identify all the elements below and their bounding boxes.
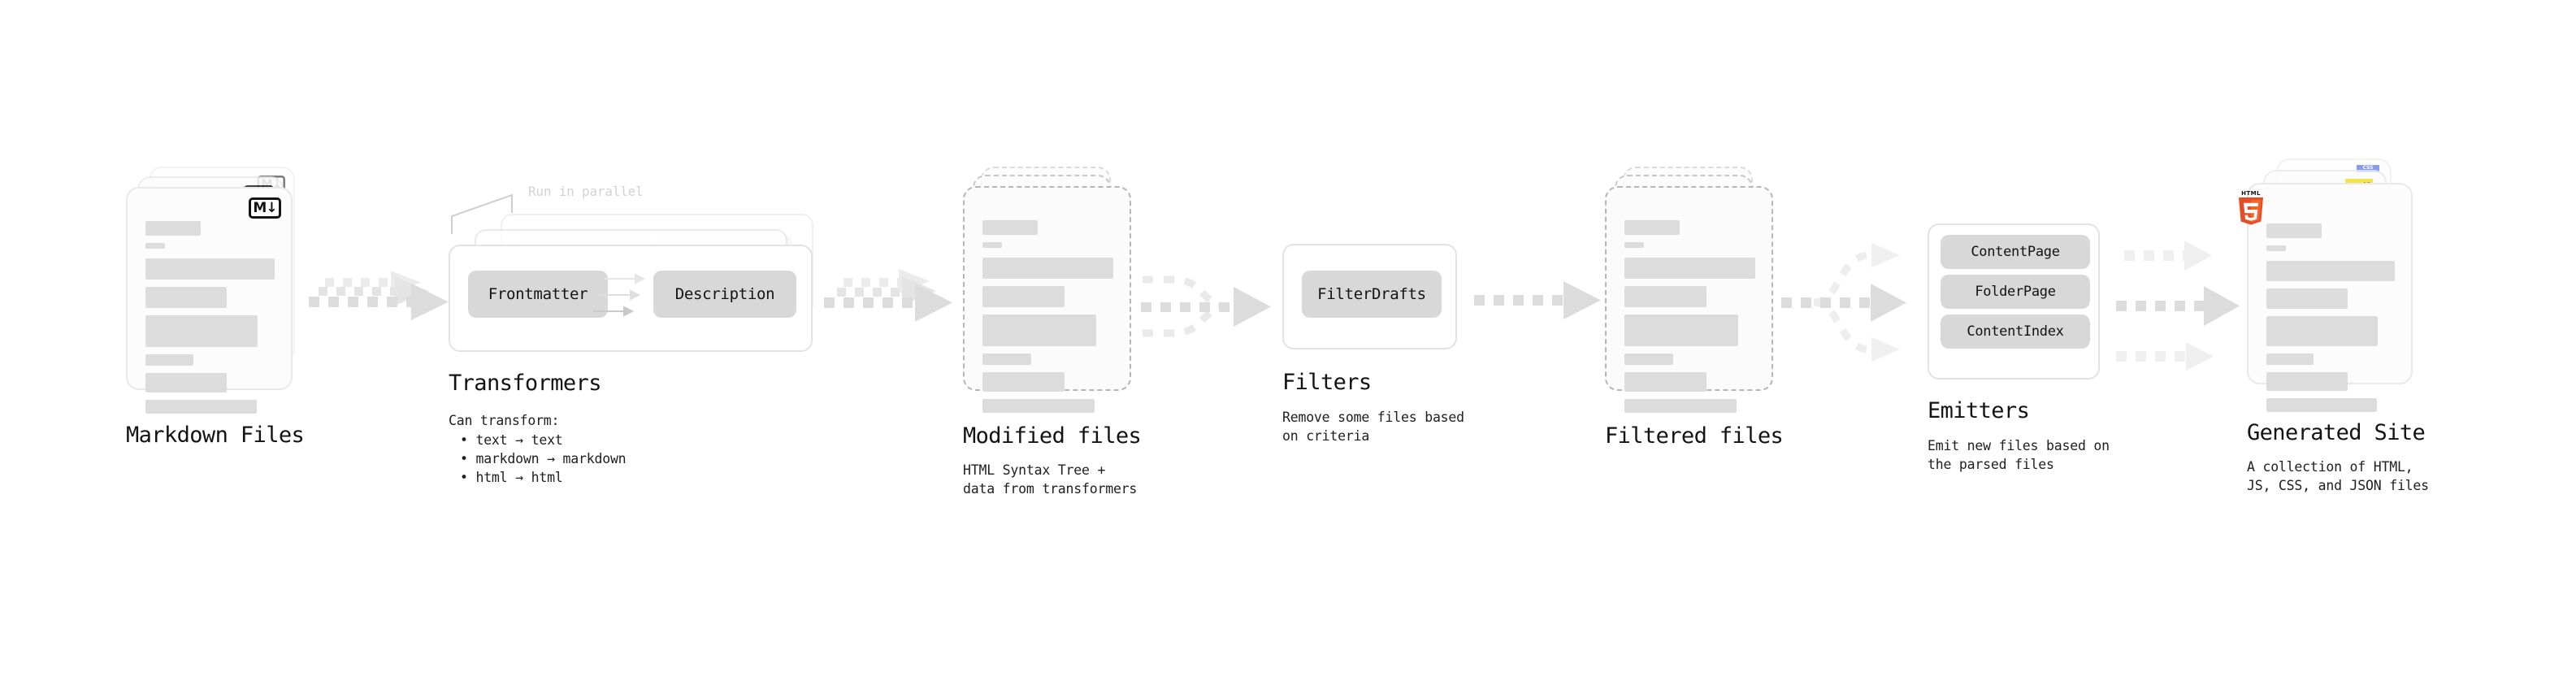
transformers-bullet-0: • text → text <box>460 432 563 448</box>
html5-icon-label: HTML <box>2241 190 2261 197</box>
placeholder-bar <box>1624 399 1737 413</box>
file-card-front <box>963 186 1131 413</box>
run-in-parallel-label: Run in parallel <box>528 184 644 199</box>
stage-title-filters: Filters <box>1282 370 1372 395</box>
modified-files-desc: HTML Syntax Tree + data from transformer… <box>963 462 1138 497</box>
placeholder-bar <box>2266 223 2322 238</box>
placeholder-bar <box>145 243 165 249</box>
placeholder-bar <box>982 372 1065 392</box>
markdown-file-stack: M↓ M↓ M↓ <box>126 167 305 419</box>
placeholder-bar <box>1624 242 1644 248</box>
placeholder-bar <box>1624 354 1673 365</box>
connector-transformers-to-modified <box>821 268 967 345</box>
placeholder-bar <box>2266 261 2395 281</box>
stage-generated-site: CSS JS HTML <box>2239 158 2434 493</box>
filters-desc: Remove some files based on criteria <box>1282 410 1464 445</box>
placeholder-bar <box>982 286 1065 307</box>
placeholder-bar <box>2266 245 2286 251</box>
placeholder-bar <box>982 258 1113 279</box>
placeholder-bar <box>2266 372 2348 391</box>
file-content-placeholder <box>2266 223 2395 419</box>
placeholder-bar <box>145 315 258 347</box>
filtered-file-stack <box>1605 167 1784 419</box>
stage-title-filtered-files: Filtered files <box>1605 423 1784 449</box>
stage-title-generated-site: Generated Site <box>2247 420 2426 445</box>
transformers-bullet-2: • html → html <box>460 470 563 485</box>
placeholder-bar <box>1624 220 1680 235</box>
stage-title-markdown-files: Markdown Files <box>126 423 305 448</box>
stage-modified-files: Modified files HTML Syntax Tree + data f… <box>963 167 1142 497</box>
stage-title-modified-files: Modified files <box>963 423 1142 449</box>
file-content-placeholder <box>145 221 275 421</box>
filters-box: FilterDrafts <box>1282 244 1457 349</box>
placeholder-bar <box>1624 372 1707 392</box>
transformers-desc: Can transform: <box>449 413 560 428</box>
placeholder-bar <box>145 400 257 414</box>
placeholder-bar <box>982 220 1038 235</box>
placeholder-bar <box>145 258 275 280</box>
emitter-contentindex-pill[interactable]: ContentIndex <box>1941 314 2090 349</box>
run-in-parallel-bracket <box>449 187 546 236</box>
placeholder-bar <box>1624 258 1755 279</box>
placeholder-bar <box>982 354 1031 365</box>
generated-site-desc: A collection of HTML, JS, CSS, and JSON … <box>2247 459 2429 494</box>
placeholder-bar <box>145 354 193 366</box>
file-content-placeholder <box>1624 220 1755 420</box>
emitter-folderpage-pill[interactable]: FolderPage <box>1941 275 2090 309</box>
placeholder-bar <box>145 287 228 308</box>
stage-title-emitters: Emitters <box>1928 398 2030 423</box>
placeholder-bar <box>2266 398 2377 412</box>
file-content-placeholder <box>982 220 1113 420</box>
placeholder-bar <box>1624 286 1707 307</box>
connector-filters-to-filtered <box>1472 281 1611 319</box>
placeholder-bar <box>982 242 1002 248</box>
html5-icon: HTML <box>2237 190 2265 225</box>
markdown-icon: M↓ <box>249 197 281 219</box>
placeholder-bar <box>2266 354 2314 365</box>
connector-emitters-to-site <box>2113 228 2259 374</box>
file-card-front: M↓ <box>126 187 293 414</box>
placeholder-bar <box>145 373 228 393</box>
placeholder-bar <box>145 221 201 236</box>
transformer-description-pill[interactable]: Description <box>653 271 796 318</box>
emitter-contentpage-pill[interactable]: ContentPage <box>1941 235 2090 269</box>
css-icon: CSS <box>2357 165 2379 172</box>
transformers-bullet-1: • markdown → markdown <box>460 451 627 466</box>
placeholder-bar <box>982 399 1095 413</box>
placeholder-bar <box>982 314 1097 346</box>
stage-markdown-files: M↓ M↓ M↓ Markdown Files <box>126 167 305 448</box>
connector-filtered-to-emitters <box>1780 236 1926 374</box>
file-card-html: HTML <box>2239 183 2413 412</box>
modified-file-stack <box>963 167 1142 419</box>
transformer-inner-arrows <box>593 273 670 330</box>
connector-modified-to-filters <box>1138 260 1288 354</box>
transformer-frontmatter-pill[interactable]: Frontmatter <box>468 271 608 318</box>
placeholder-bar <box>1624 314 1739 346</box>
stage-filtered-files: Filtered files <box>1605 167 1784 449</box>
connector-md-to-transformers <box>307 268 470 345</box>
emitters-desc: Emit new files based on the parsed files <box>1928 438 2110 473</box>
stage-title-transformers: Transformers <box>449 371 601 396</box>
placeholder-bar <box>2266 316 2379 346</box>
filter-filterdrafts-pill[interactable]: FilterDrafts <box>1302 271 1442 318</box>
generated-site-stack: CSS JS HTML <box>2239 158 2434 412</box>
emitters-box: ContentPage FolderPage ContentIndex <box>1928 223 2100 380</box>
file-card-front <box>1605 186 1773 413</box>
placeholder-bar <box>2266 288 2348 309</box>
